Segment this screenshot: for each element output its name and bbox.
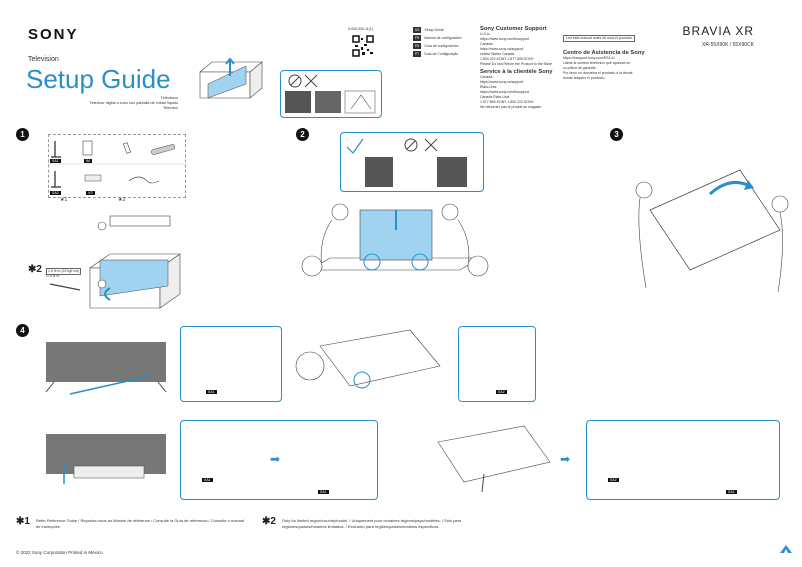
support-link[interactable]: https://www.sony.ca/support xyxy=(480,47,524,51)
support-link[interactable]: https://www.sony.ca/support xyxy=(480,80,524,84)
recycle-icon xyxy=(778,543,794,559)
product-line: BRAVIA XR xyxy=(682,24,754,38)
sa1-tag: SA1 xyxy=(206,390,217,394)
brand-logo: SONY xyxy=(28,26,79,43)
part-vs-label: VS xyxy=(86,191,95,195)
part-im-label: IM xyxy=(84,159,92,163)
step-3-number: 3 xyxy=(610,128,623,141)
parts-box xyxy=(48,134,186,198)
sa1-tag-3: SA1 xyxy=(318,490,329,494)
sa2-tag: SA2 xyxy=(496,390,507,394)
tv-stand-center-illustration xyxy=(40,432,170,490)
step-3-illustration xyxy=(630,150,800,300)
star2-marker: ★2 xyxy=(118,197,126,203)
spanish-support: Lea este manual antes de usar el product… xyxy=(563,26,658,81)
part-sa1-label: SA1 xyxy=(50,159,61,163)
customer-support: Sony Customer Support U.S.A.: https://ww… xyxy=(480,24,560,110)
star1-marker: ★1 xyxy=(60,197,68,203)
subtitle-line: Televisor digital a color con pantalla d… xyxy=(89,101,178,105)
sa1-tag-2: SA1 xyxy=(202,478,213,482)
read-note: Lea este manual antes de usar el product… xyxy=(563,35,636,42)
part-sa2-label: SA2 xyxy=(50,191,61,195)
star1-icon: ✱1 xyxy=(16,516,30,527)
star2-icon: ✱2 xyxy=(262,516,276,527)
arrow-right-icon: ➡ xyxy=(560,452,571,466)
sa2-tag-2: SA2 xyxy=(608,478,619,482)
tv-back-illustration-a xyxy=(290,326,450,400)
qr-code[interactable] xyxy=(352,35,374,57)
step-2-caution-panel xyxy=(340,132,484,192)
sa2-tag-3: SA2 xyxy=(726,490,737,494)
step-1-illustration xyxy=(80,208,190,318)
step-4-panel-a xyxy=(180,326,282,402)
page-title: Setup Guide xyxy=(26,64,171,94)
copyright: © 2022 Sony Corporation Printed in Mexic… xyxy=(16,550,103,555)
arrow-right-icon: ➡ xyxy=(270,452,281,466)
document-code: 5-030-993-11(1) xyxy=(348,27,374,31)
caution-panel xyxy=(280,70,382,118)
support-link[interactable]: https://esupport.sony.com/ES/LA/ xyxy=(563,56,615,60)
support-heading: Sony Customer Support xyxy=(480,26,547,32)
unbox-illustration xyxy=(190,54,270,104)
step-2-illustration xyxy=(290,190,490,298)
star2-icon: ✱2 xyxy=(28,264,42,275)
tv-stand-wide-illustration xyxy=(40,340,170,398)
subtitle-line: Téléviseur xyxy=(160,96,178,100)
step-1-number: 1 xyxy=(16,128,29,141)
subtitle: Téléviseur Televisor digital a color con… xyxy=(60,96,178,111)
footnote-2: Only for limited region/country/model. /… xyxy=(282,518,462,529)
model-numbers: XR-55X90K / 55X90CK xyxy=(702,42,754,48)
tv-back-illustration-b xyxy=(424,422,554,498)
step-4-panel-d xyxy=(586,420,780,500)
support-heading-fr: Service à la clientèle Sony xyxy=(480,69,553,75)
step-2-number: 2 xyxy=(296,128,309,141)
step-4-panel-b xyxy=(458,326,536,402)
support-link[interactable]: https://www.sony.com/tvsupport xyxy=(480,90,529,94)
support-link[interactable]: https://www.sony.com/tvsupport xyxy=(480,37,529,41)
subtitle-line: Televisor xyxy=(163,106,178,110)
screwdriver-note: ✱2 1.5 N·m {15 kgf·cm} /1.5 N·m xyxy=(28,264,84,300)
step-4-number: 4 xyxy=(16,324,29,337)
footnote-1: Refer Reference Guide / Reportez-vous au… xyxy=(36,518,245,529)
category-label: Television xyxy=(28,56,59,63)
step-4-panel-c xyxy=(180,420,378,500)
